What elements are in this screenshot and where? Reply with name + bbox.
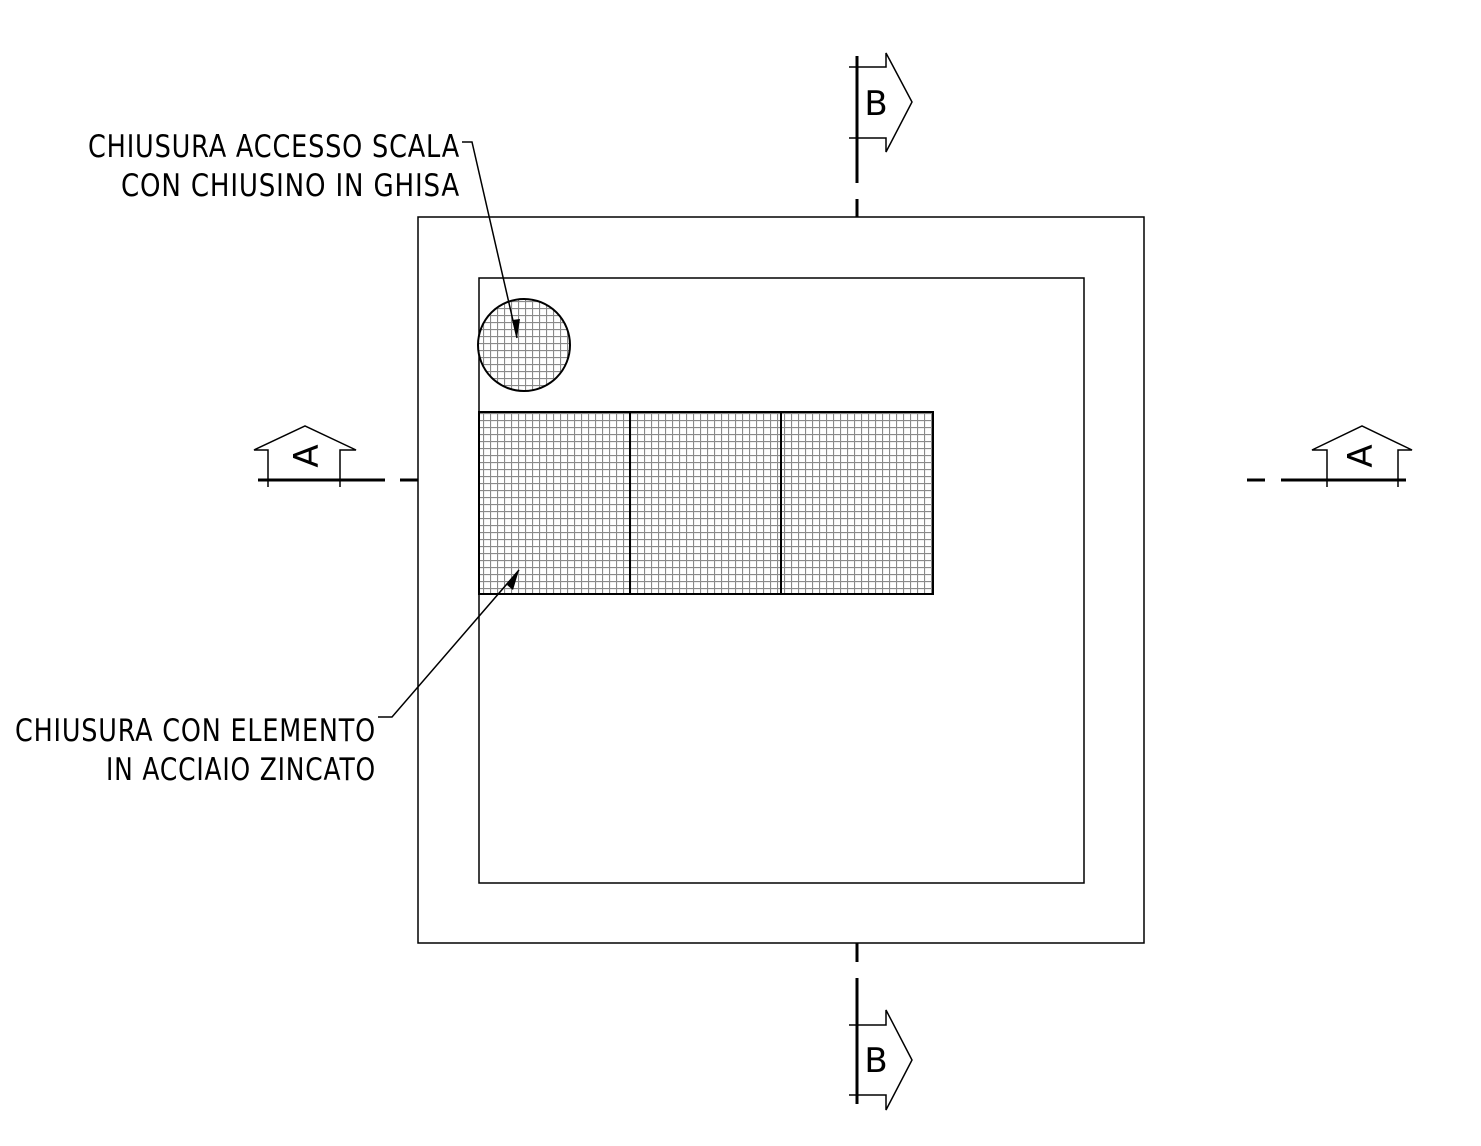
grating-panel-1 <box>479 412 630 594</box>
annotation-manhole-line2: CON CHIUSINO IN GHISA <box>121 168 460 204</box>
section-marker-a-right: A <box>1311 425 1413 487</box>
annotation-grating-line2: IN ACCIAIO ZINCATO <box>106 752 376 788</box>
section-marker-b-bottom-label: B <box>864 1041 887 1081</box>
annotation-grating-line1: CHIUSURA CON ELEMENTO <box>15 713 376 749</box>
section-marker-b-top: B <box>849 52 913 153</box>
manhole-cover <box>477 298 571 392</box>
section-marker-b-top-label: B <box>864 84 887 124</box>
section-marker-a-left-label: A <box>287 444 327 467</box>
grating-panel-3 <box>781 412 933 594</box>
outer-slab-outline <box>417 216 1145 944</box>
leader-grating <box>378 569 520 718</box>
grating-panels <box>478 411 934 595</box>
section-marker-a-right-label: A <box>1341 444 1381 467</box>
section-marker-b-bottom: B <box>849 1009 913 1111</box>
leader-manhole <box>462 141 520 339</box>
grating-panel-2 <box>630 412 781 594</box>
section-marker-a-left: A <box>253 425 357 487</box>
annotation-manhole-line1: CHIUSURA ACCESSO SCALA <box>88 129 460 165</box>
